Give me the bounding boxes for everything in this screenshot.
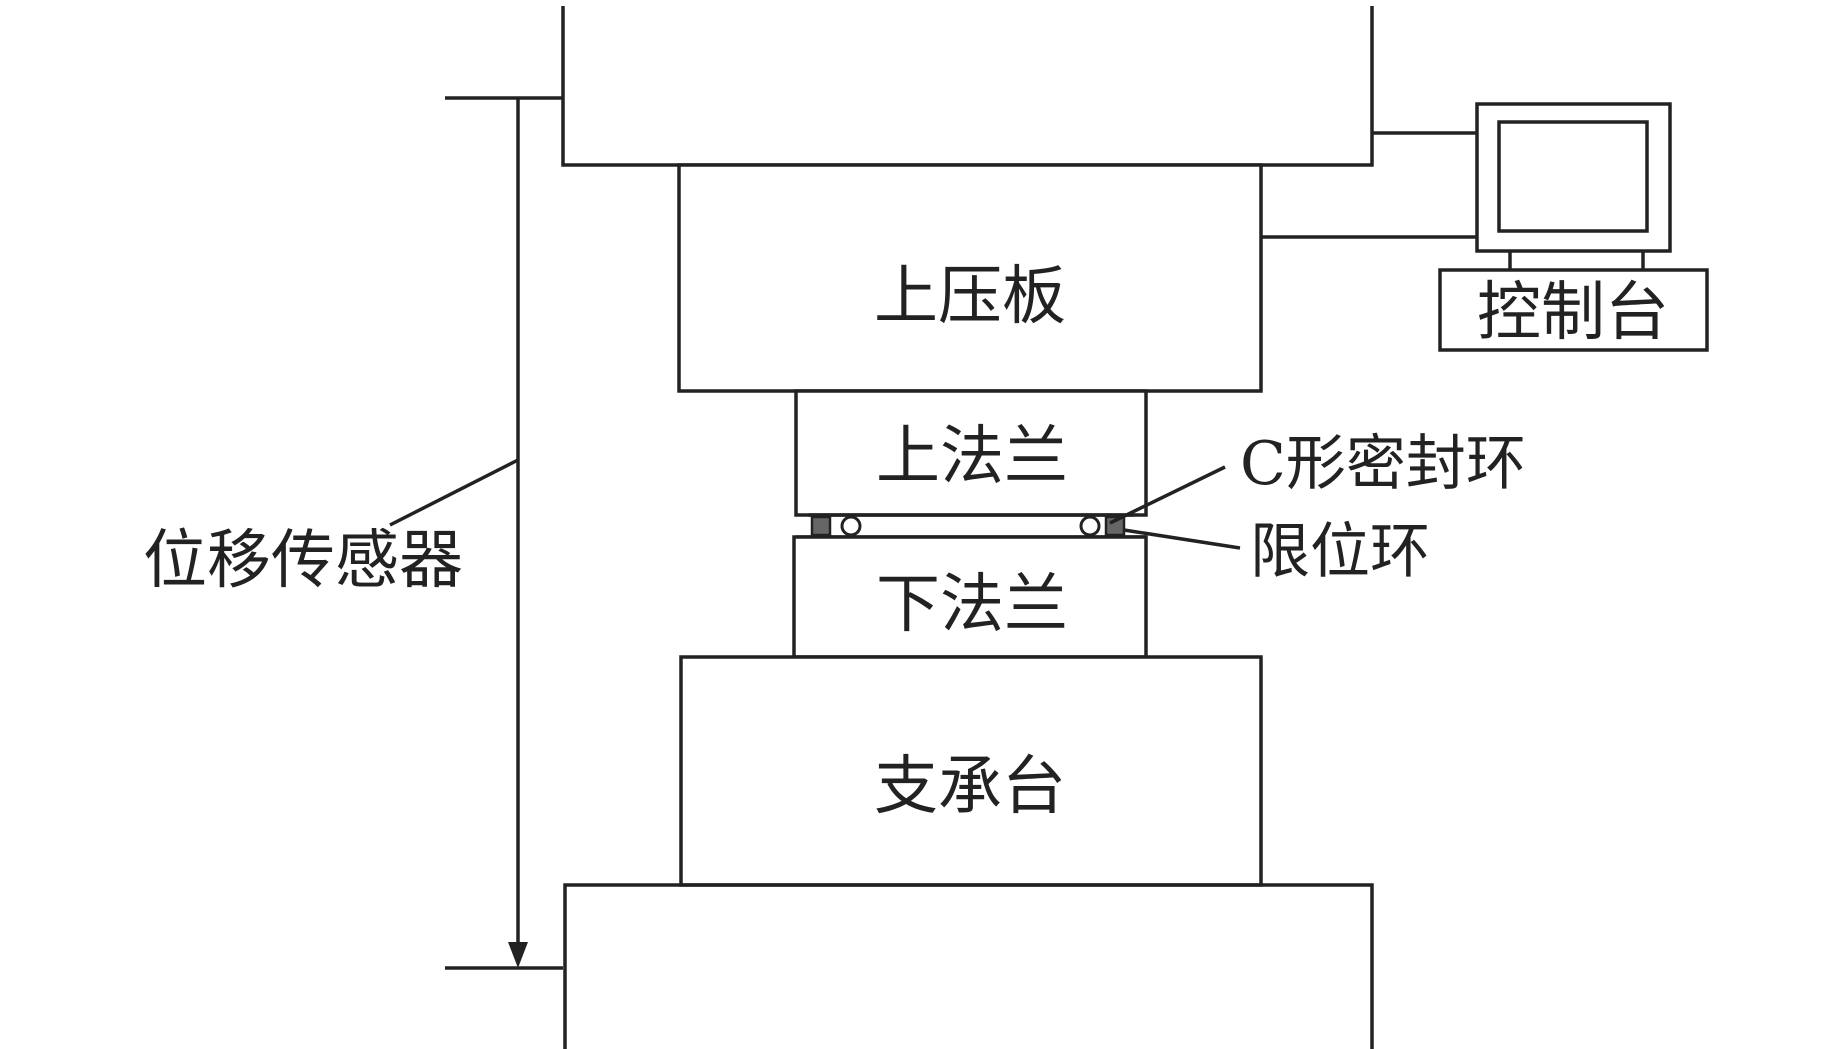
lower-flange-label: 下法兰 <box>876 568 1068 642</box>
upper-flange-label: 上法兰 <box>876 420 1068 494</box>
displacement-sensor-label: 位移传感器 <box>143 524 463 598</box>
monitor-screen <box>1497 120 1649 233</box>
c-seal-ring-leader <box>1109 465 1226 525</box>
sensor-leader <box>389 458 519 527</box>
console-base <box>1438 268 1709 352</box>
c-seal-ring-label: C形密封环 <box>1240 429 1526 499</box>
support-table-label: 支承台 <box>874 750 1066 824</box>
upper-platen-box <box>677 163 1263 393</box>
limit-ring-label: 限位环 <box>1250 517 1430 587</box>
upper-platen-label: 上压板 <box>874 260 1066 334</box>
lower-flange-box <box>792 535 1148 659</box>
console-label: 控制台 <box>1477 276 1669 350</box>
c-seal-ring-right <box>1079 515 1101 537</box>
upper-flange-box <box>794 389 1148 517</box>
support-table-box <box>679 655 1263 887</box>
upper-crosshead <box>561 6 1374 167</box>
sensor-arrow-head <box>508 942 528 968</box>
console-icon <box>1438 102 1709 352</box>
limit-ring-leader <box>1123 528 1241 550</box>
limit-ring-left <box>810 515 832 537</box>
lower-base <box>563 883 1374 1049</box>
c-seal-ring-left <box>840 515 862 537</box>
